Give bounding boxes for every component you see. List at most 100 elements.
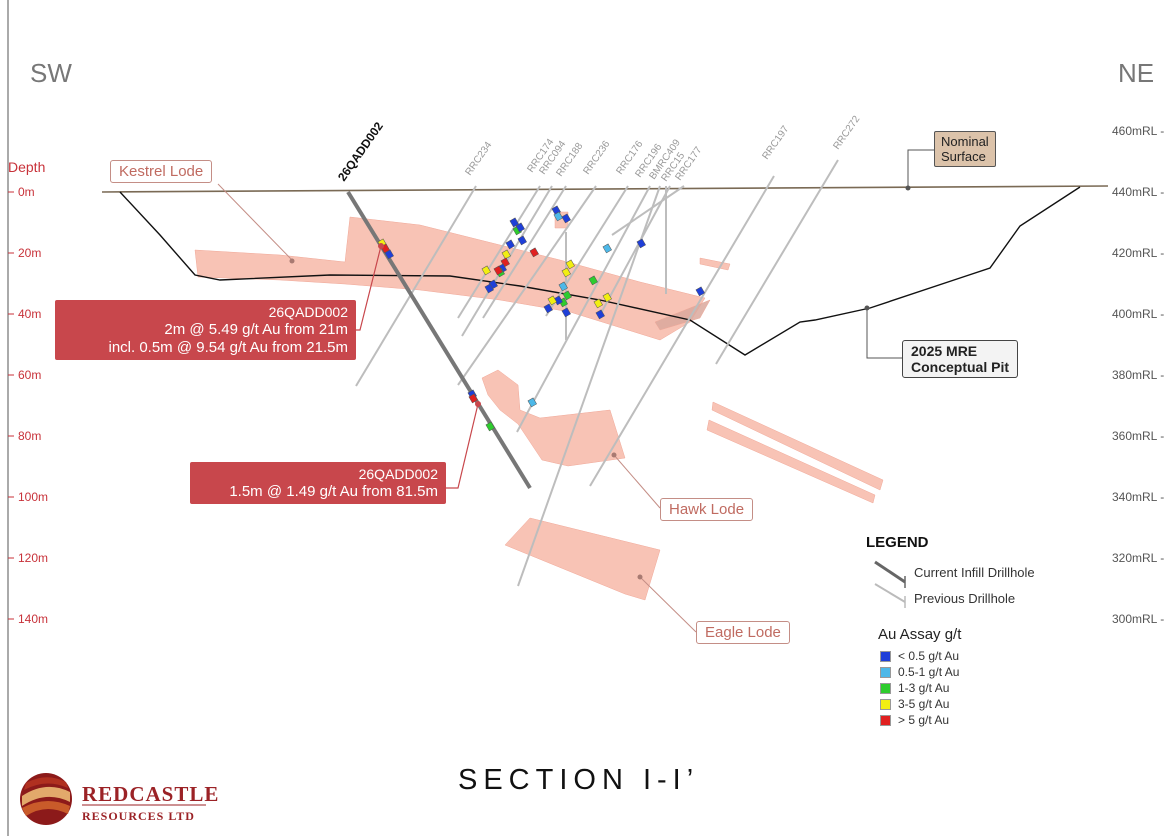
rl-tick-label: 360mRL - <box>1112 429 1164 443</box>
section-title: SECTION I-I’ <box>458 764 700 796</box>
assay-marker <box>593 298 603 309</box>
assay-marker <box>595 309 605 320</box>
assay-marker <box>561 213 571 224</box>
rl-tick-label: 400mRL - <box>1112 307 1164 321</box>
kestrel-lode-small <box>699 257 731 271</box>
drillhole-rrc174 <box>457 185 541 319</box>
hawk-lode-shape <box>481 369 626 467</box>
drillhole-rrc197 <box>589 175 775 487</box>
assay-marker <box>602 243 612 254</box>
drillhole-rrc196 <box>516 185 651 433</box>
assay-swatch <box>880 715 891 727</box>
depth-tick-label: 100m <box>18 490 48 504</box>
ne-stringer-lower <box>706 419 876 504</box>
surface-leader <box>907 149 934 188</box>
drillhole-rrc236 <box>457 185 597 386</box>
assay-swatch <box>880 683 891 695</box>
nominal-surface-label: Nominal Surface <box>934 131 996 167</box>
rl-tick-label: 440mRL - <box>1112 185 1164 199</box>
callout1-line1: 2m @ 5.49 g/t Au from 21m <box>164 321 348 338</box>
drillhole-rrc176 <box>545 185 629 317</box>
assay-legend-label: 3-5 g/t Au <box>898 697 950 711</box>
assay-marker <box>561 307 571 318</box>
eagle-leader-dot <box>637 574 643 580</box>
drillhole-bmrc409 <box>517 185 661 587</box>
assay-marker <box>562 290 572 301</box>
assay-marker <box>695 286 705 297</box>
rl-axis: 460mRL -440mRL -420mRL -400mRL -380mRL -… <box>1112 124 1164 626</box>
assay-legend-item: 0.5-1 g/t Au <box>880 664 959 680</box>
assay-marker <box>515 222 525 233</box>
redcastle-logo-emblem <box>20 773 72 825</box>
hawk-lode-label: Hawk Lode <box>660 498 754 521</box>
assay-marker <box>588 275 598 286</box>
kestrel-lode-label: Kestrel Lode <box>110 160 213 183</box>
eagle-lode-label: Eagle Lode <box>696 621 790 644</box>
callout2-leader <box>446 403 479 489</box>
assay-swatch <box>880 699 891 711</box>
callout1-leader <box>356 245 382 331</box>
nominal-surface-line2: Surface <box>941 149 986 164</box>
company-subtitle: RESOURCES LTD <box>82 809 195 823</box>
ne-label: NE <box>1118 58 1154 88</box>
previous-drillholes <box>355 159 839 587</box>
assay-marker <box>553 211 563 222</box>
drillhole-label: RRC236 <box>581 139 612 177</box>
hawk-leader-dot <box>611 452 617 458</box>
hawk-leader <box>613 454 661 509</box>
drillhole-rrc272 <box>715 159 839 365</box>
rl-tick-label: 300mRL - <box>1112 612 1164 626</box>
sw-label: SW <box>30 58 72 88</box>
depth-tick-label: 120m <box>18 551 48 565</box>
pit-label-line2: Conceptual Pit <box>911 359 1010 375</box>
callout1-leader-dot <box>378 243 384 249</box>
assay-marker <box>493 265 503 276</box>
current-drillhole-label: 26QADD002 <box>335 119 386 184</box>
assay-marker <box>481 265 491 276</box>
eagle-lode-shape <box>504 517 661 601</box>
callout2-leader-dot <box>475 401 481 407</box>
rl-tick-label: 420mRL - <box>1112 246 1164 260</box>
conceptual-pit-label: 2025 MRE Conceptual Pit <box>902 340 1019 378</box>
drillhole-label: RRC272 <box>831 114 862 152</box>
company-name: REDCASTLE <box>82 782 220 806</box>
drillhole-rrc234 <box>355 185 477 387</box>
assay-swatch <box>880 667 891 679</box>
drillhole-label: RRC234 <box>463 140 494 178</box>
assay-legend-label: 1-3 g/t Au <box>898 681 950 695</box>
legend-current-label: Current Infill Drillhole <box>914 565 1035 580</box>
assay-marker <box>543 303 553 314</box>
depth-tick-label: 0m <box>18 185 35 199</box>
depth-tick-label: 60m <box>18 368 41 382</box>
assay-marker <box>565 259 575 270</box>
assay-legend-title: Au Assay g/t <box>878 626 962 643</box>
assay-legend-item: 3-5 g/t Au <box>880 696 959 712</box>
leader-lines <box>217 149 934 633</box>
assay-marker <box>485 421 495 432</box>
assay-legend-label: 0.5-1 g/t Au <box>898 665 960 679</box>
callout1-hole: 26QADD002 <box>268 304 348 320</box>
assay-marker <box>384 249 394 260</box>
assay-marker <box>547 295 557 306</box>
pit-leader-dot <box>864 305 870 311</box>
depth-tick-label: 40m <box>18 307 41 321</box>
lode-bodies <box>194 211 884 601</box>
drillhole-rrc177 <box>611 185 685 236</box>
kestrel-leader-dot <box>289 258 295 264</box>
assay-marker <box>561 267 571 278</box>
callout2-hole: 26QADD002 <box>358 466 438 482</box>
assay-marker <box>527 397 537 408</box>
legend-current-line <box>874 560 906 584</box>
assay-marker <box>505 239 515 250</box>
assay-marker <box>529 247 539 258</box>
callout1-line2: incl. 0.5m @ 9.54 g/t Au from 21.5m <box>108 339 348 356</box>
nominal-surface-line <box>101 185 1109 193</box>
kestrel-leader <box>217 183 293 261</box>
drillhole-rrc15 <box>599 185 671 316</box>
assay-swatch <box>880 651 891 663</box>
assay-marker <box>468 393 478 404</box>
